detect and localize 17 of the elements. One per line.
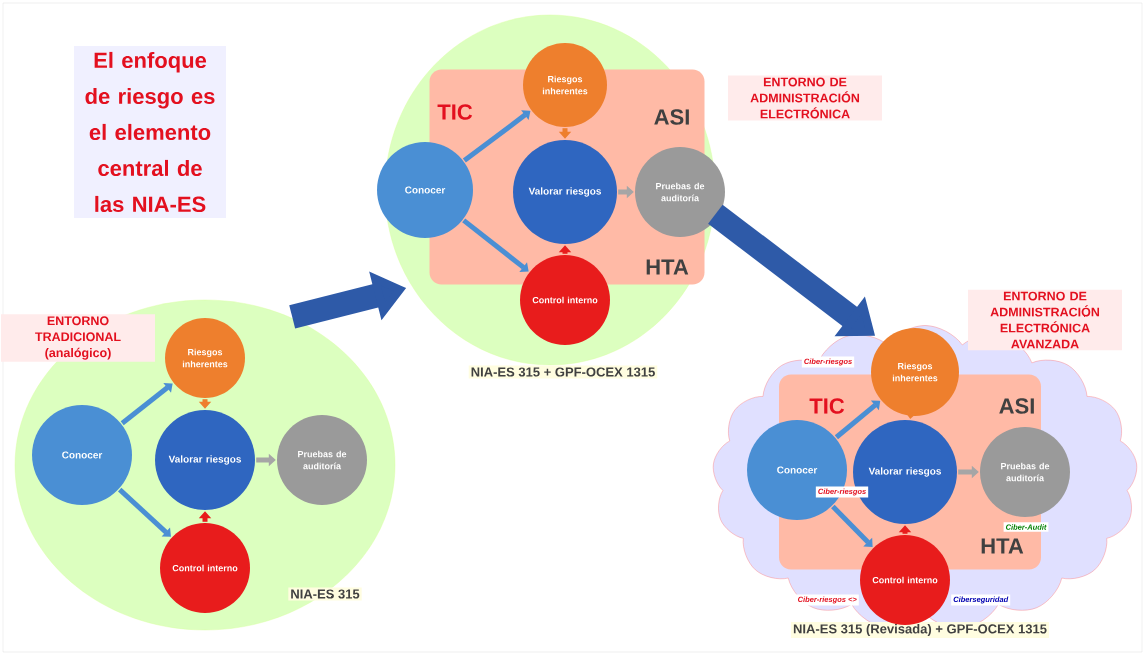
heading-label: ENTORNO TRADICIONAL (analógico) [1, 314, 155, 362]
area-label: HTA [981, 538, 1024, 554]
arrow [831, 504, 873, 547]
arrow [120, 382, 173, 426]
arrow [462, 110, 531, 163]
heading-label: ENTORNO DE ADMINISTRACIÓN ELECTRÓNICA [728, 75, 882, 121]
standard-label: NIA-ES 315 [288, 587, 362, 601]
area-label: TIC [437, 104, 473, 120]
title-text: El enfoque de riesgo es el elemento central de las NIA-ES [74, 45, 226, 219]
area-label: ASI [999, 398, 1034, 414]
standard-label: NIA-ES 315 + GPF-OCEX 1315 [468, 365, 658, 379]
arrow [834, 400, 881, 440]
heading-label: ENTORNO DE ADMINISTRACIÓN ELECTRÓNICA AVANZADA [968, 289, 1122, 351]
area-label: TIC [809, 398, 845, 414]
area-label: HTA [646, 259, 689, 275]
arrow [118, 487, 171, 537]
area-label: ASI [654, 109, 689, 125]
